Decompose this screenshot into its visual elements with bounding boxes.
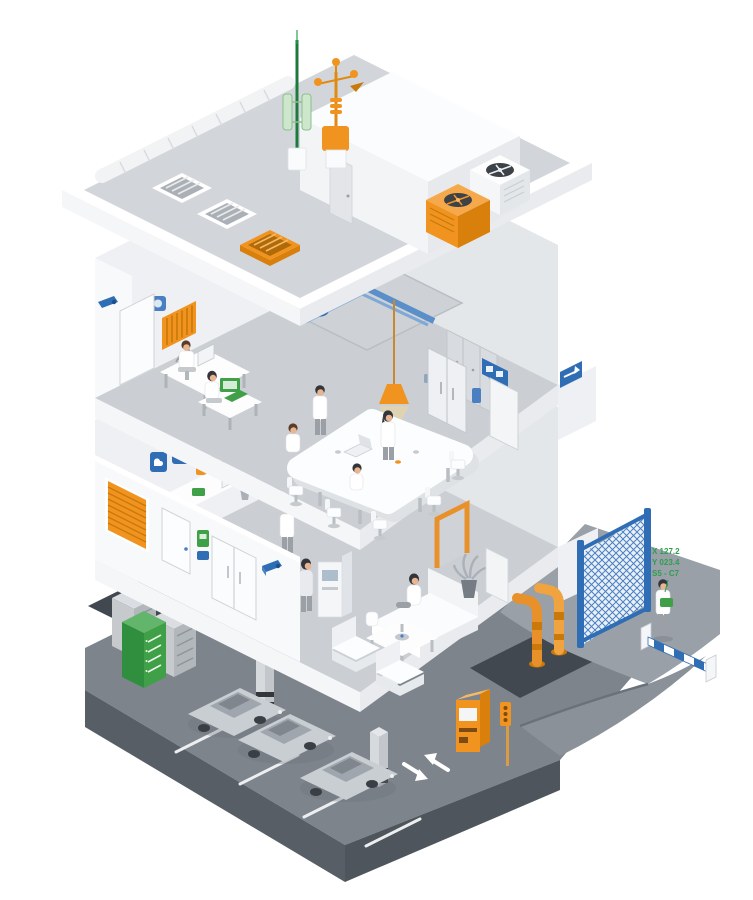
cctv-camera-entrance bbox=[262, 560, 282, 576]
garage-front-fascia-right bbox=[345, 760, 560, 882]
gate-post-left bbox=[577, 540, 584, 648]
armchair-1 bbox=[332, 616, 380, 672]
antenna-base bbox=[287, 147, 307, 171]
gf-interior-door bbox=[485, 547, 509, 604]
gf-exterior-wall bbox=[95, 455, 300, 662]
door-handle bbox=[184, 547, 188, 551]
person-sitting-d bbox=[349, 463, 364, 491]
entrance-double-doors bbox=[211, 535, 257, 621]
ticket-kiosk bbox=[456, 689, 490, 752]
person-standing-c bbox=[380, 410, 396, 460]
office-door bbox=[119, 293, 155, 386]
orange-doorway bbox=[434, 499, 470, 568]
conference-table bbox=[287, 409, 479, 524]
air-vent-white-2 bbox=[197, 199, 257, 229]
single-door-right bbox=[489, 377, 519, 451]
of-right-wing bbox=[558, 366, 596, 440]
parking-lines bbox=[174, 721, 422, 848]
ramp-curb bbox=[519, 682, 649, 728]
cctv-camera-office bbox=[98, 296, 118, 308]
air-vent-orange bbox=[240, 230, 300, 266]
of-rim-sw bbox=[95, 398, 360, 550]
hvac-duct-nw bbox=[95, 76, 295, 183]
double-door bbox=[427, 347, 467, 434]
garage-front-fascia-left bbox=[85, 690, 345, 882]
green-desk-mat bbox=[224, 390, 248, 402]
sofa-woman bbox=[396, 573, 422, 608]
info-kiosk bbox=[317, 551, 352, 618]
air-vent-white-1 bbox=[152, 173, 212, 203]
coordinate-callout: X 127.2 Y 023.4 S5 - C7 bbox=[652, 547, 682, 593]
driveway-ramp bbox=[520, 656, 706, 756]
gate-post-right bbox=[644, 508, 651, 612]
survey-device bbox=[660, 598, 673, 607]
ac-unit-orange bbox=[426, 184, 490, 248]
armchair-2 bbox=[376, 640, 424, 696]
potted-plant bbox=[452, 553, 487, 598]
lane-arrows bbox=[402, 753, 450, 781]
weather-station-box bbox=[322, 126, 349, 151]
roof-fascia-sw bbox=[62, 190, 300, 326]
laptop bbox=[343, 434, 373, 458]
roller-shutter bbox=[105, 477, 149, 553]
side-door bbox=[161, 507, 191, 575]
person-workstation bbox=[204, 370, 222, 403]
person-office-worker bbox=[178, 340, 196, 380]
gf-rim-sw bbox=[95, 560, 360, 712]
mesh-gate bbox=[577, 508, 651, 648]
person-sitting-b bbox=[285, 423, 301, 453]
surveyor bbox=[653, 579, 673, 642]
roof-level bbox=[62, 30, 592, 326]
server-rack-green bbox=[122, 611, 166, 688]
desk-green-item bbox=[192, 488, 205, 496]
site-foreground: X 127.2 Y 023.4 S5 - C7 bbox=[512, 508, 717, 683]
traffic-light bbox=[500, 702, 511, 766]
wind-vane-icon bbox=[350, 82, 364, 92]
direction-sign bbox=[560, 361, 582, 388]
kiosk-woman bbox=[298, 558, 314, 612]
ac-unit-white bbox=[470, 155, 530, 215]
utility-pipes bbox=[512, 583, 567, 668]
desk-monitor bbox=[197, 343, 215, 367]
coordinate-label: X 127.2 Y 023.4 S5 - C7 bbox=[652, 547, 682, 578]
antenna-mast bbox=[282, 30, 312, 171]
barrier-arm bbox=[640, 622, 717, 683]
access-panel bbox=[472, 388, 481, 403]
exit-sign bbox=[482, 358, 508, 387]
weather-station bbox=[314, 58, 364, 169]
radiator bbox=[162, 301, 196, 350]
person-standing-a bbox=[312, 385, 328, 435]
intercom-blue-sign bbox=[197, 551, 209, 560]
